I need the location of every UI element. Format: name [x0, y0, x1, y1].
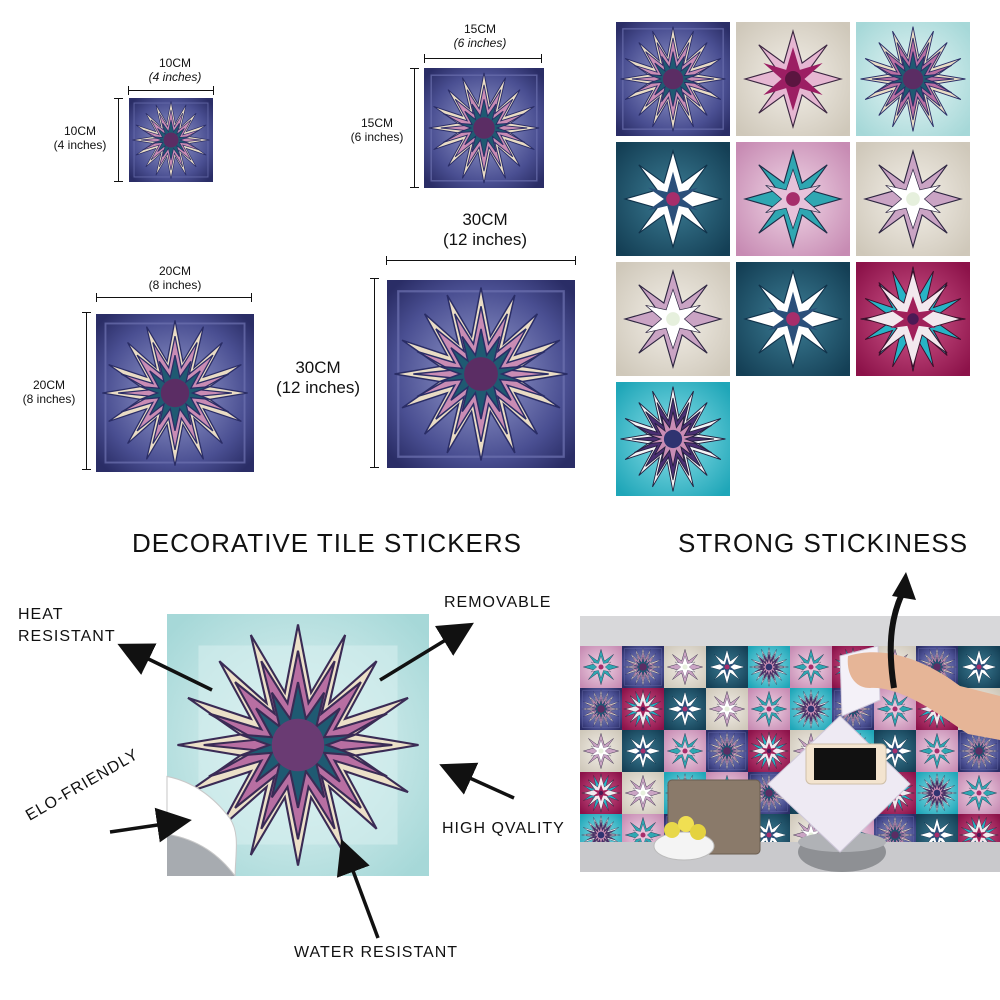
feature-arrows — [109, 622, 515, 939]
pattern-tile-4 — [616, 142, 730, 256]
tile-20-height-label: 20CM (8 inches) — [22, 378, 76, 406]
tile-20-width-line — [96, 293, 252, 302]
feature-demo-tile — [166, 614, 430, 876]
tile-15-height-line — [410, 68, 419, 188]
pattern-tile-6 — [856, 142, 970, 256]
tile-15-preview — [424, 68, 544, 188]
arrow-water-icon — [336, 838, 380, 939]
tile-15-width-line — [424, 54, 542, 63]
stickiness-photo — [580, 616, 1000, 872]
tile-10-height-line — [114, 98, 123, 182]
pattern-tile-7 — [616, 262, 730, 376]
pattern-beige-star-icon — [616, 262, 730, 376]
pattern-beige-star-icon — [856, 142, 970, 256]
tile-30-height-line — [370, 278, 379, 468]
tile-10-preview — [128, 98, 214, 182]
pattern-teal-snow-icon — [736, 262, 850, 376]
arrow-quality-icon — [439, 762, 515, 800]
pattern-pink-teal-icon — [736, 142, 850, 256]
pattern-tile-10 — [616, 382, 730, 496]
pattern-tile-3 — [856, 22, 970, 136]
heading-strong-stickiness: STRONG STICKINESS — [678, 528, 969, 558]
tile-30-width-line — [386, 256, 576, 265]
pattern-tile-2 — [736, 22, 850, 136]
pattern-cyan-icon — [616, 382, 730, 496]
peel-up-arrow-icon — [887, 572, 916, 689]
pattern-tile-8 — [736, 262, 850, 376]
tile-20-preview — [96, 314, 254, 472]
pattern-navy-pink-icon — [616, 22, 730, 136]
arrow-eco-icon — [109, 807, 192, 843]
tile-15-height-label: 15CM (6 inches) — [350, 116, 404, 144]
tile-10-width-label: 10CM (4 inches) — [148, 56, 202, 84]
starburst-tile-navy — [424, 68, 544, 188]
wall-tiles-scene — [580, 616, 1000, 872]
pattern-magenta-icon — [856, 262, 970, 376]
starburst-tile-navy — [96, 314, 254, 472]
pattern-tile-5 — [736, 142, 850, 256]
arrow-removable-icon — [379, 622, 474, 682]
starburst-tile-navy — [128, 98, 214, 182]
tile-30-preview — [386, 280, 576, 468]
arrow-heat-icon — [117, 643, 213, 692]
feature-high-quality: HIGH QVALITY — [442, 820, 565, 837]
pattern-beige-magenta-icon — [736, 22, 850, 136]
pattern-tile-9 — [856, 262, 970, 376]
tile-15-width-label: 15CM (6 inches) — [453, 22, 507, 50]
pattern-teal-snow-icon — [616, 142, 730, 256]
starburst-tile-mint — [166, 614, 430, 876]
heading-decorative-tile-stickers: DECORATIVE TILE STICKERS — [132, 528, 523, 558]
tile-30-height-label: 30CM (12 inches) — [275, 358, 361, 397]
tile-20-height-line — [82, 312, 91, 470]
tile-10-width-line — [128, 86, 214, 95]
tile-10-height-label: 10CM (4 inches) — [53, 124, 107, 152]
feature-water-resistant: WATER RESISTANT — [294, 944, 459, 961]
starburst-tile-navy — [386, 280, 576, 468]
tile-30-width-label: 30CM (12 inches) — [442, 210, 528, 249]
tile-20-width-label: 20CM (8 inches) — [148, 264, 202, 292]
feature-heat-resistant: HEAT RESISTANT — [18, 606, 116, 645]
feature-removable: REMOVABLE — [444, 594, 552, 611]
pattern-tile-1 — [616, 22, 730, 136]
pattern-mint-icon — [856, 22, 970, 136]
